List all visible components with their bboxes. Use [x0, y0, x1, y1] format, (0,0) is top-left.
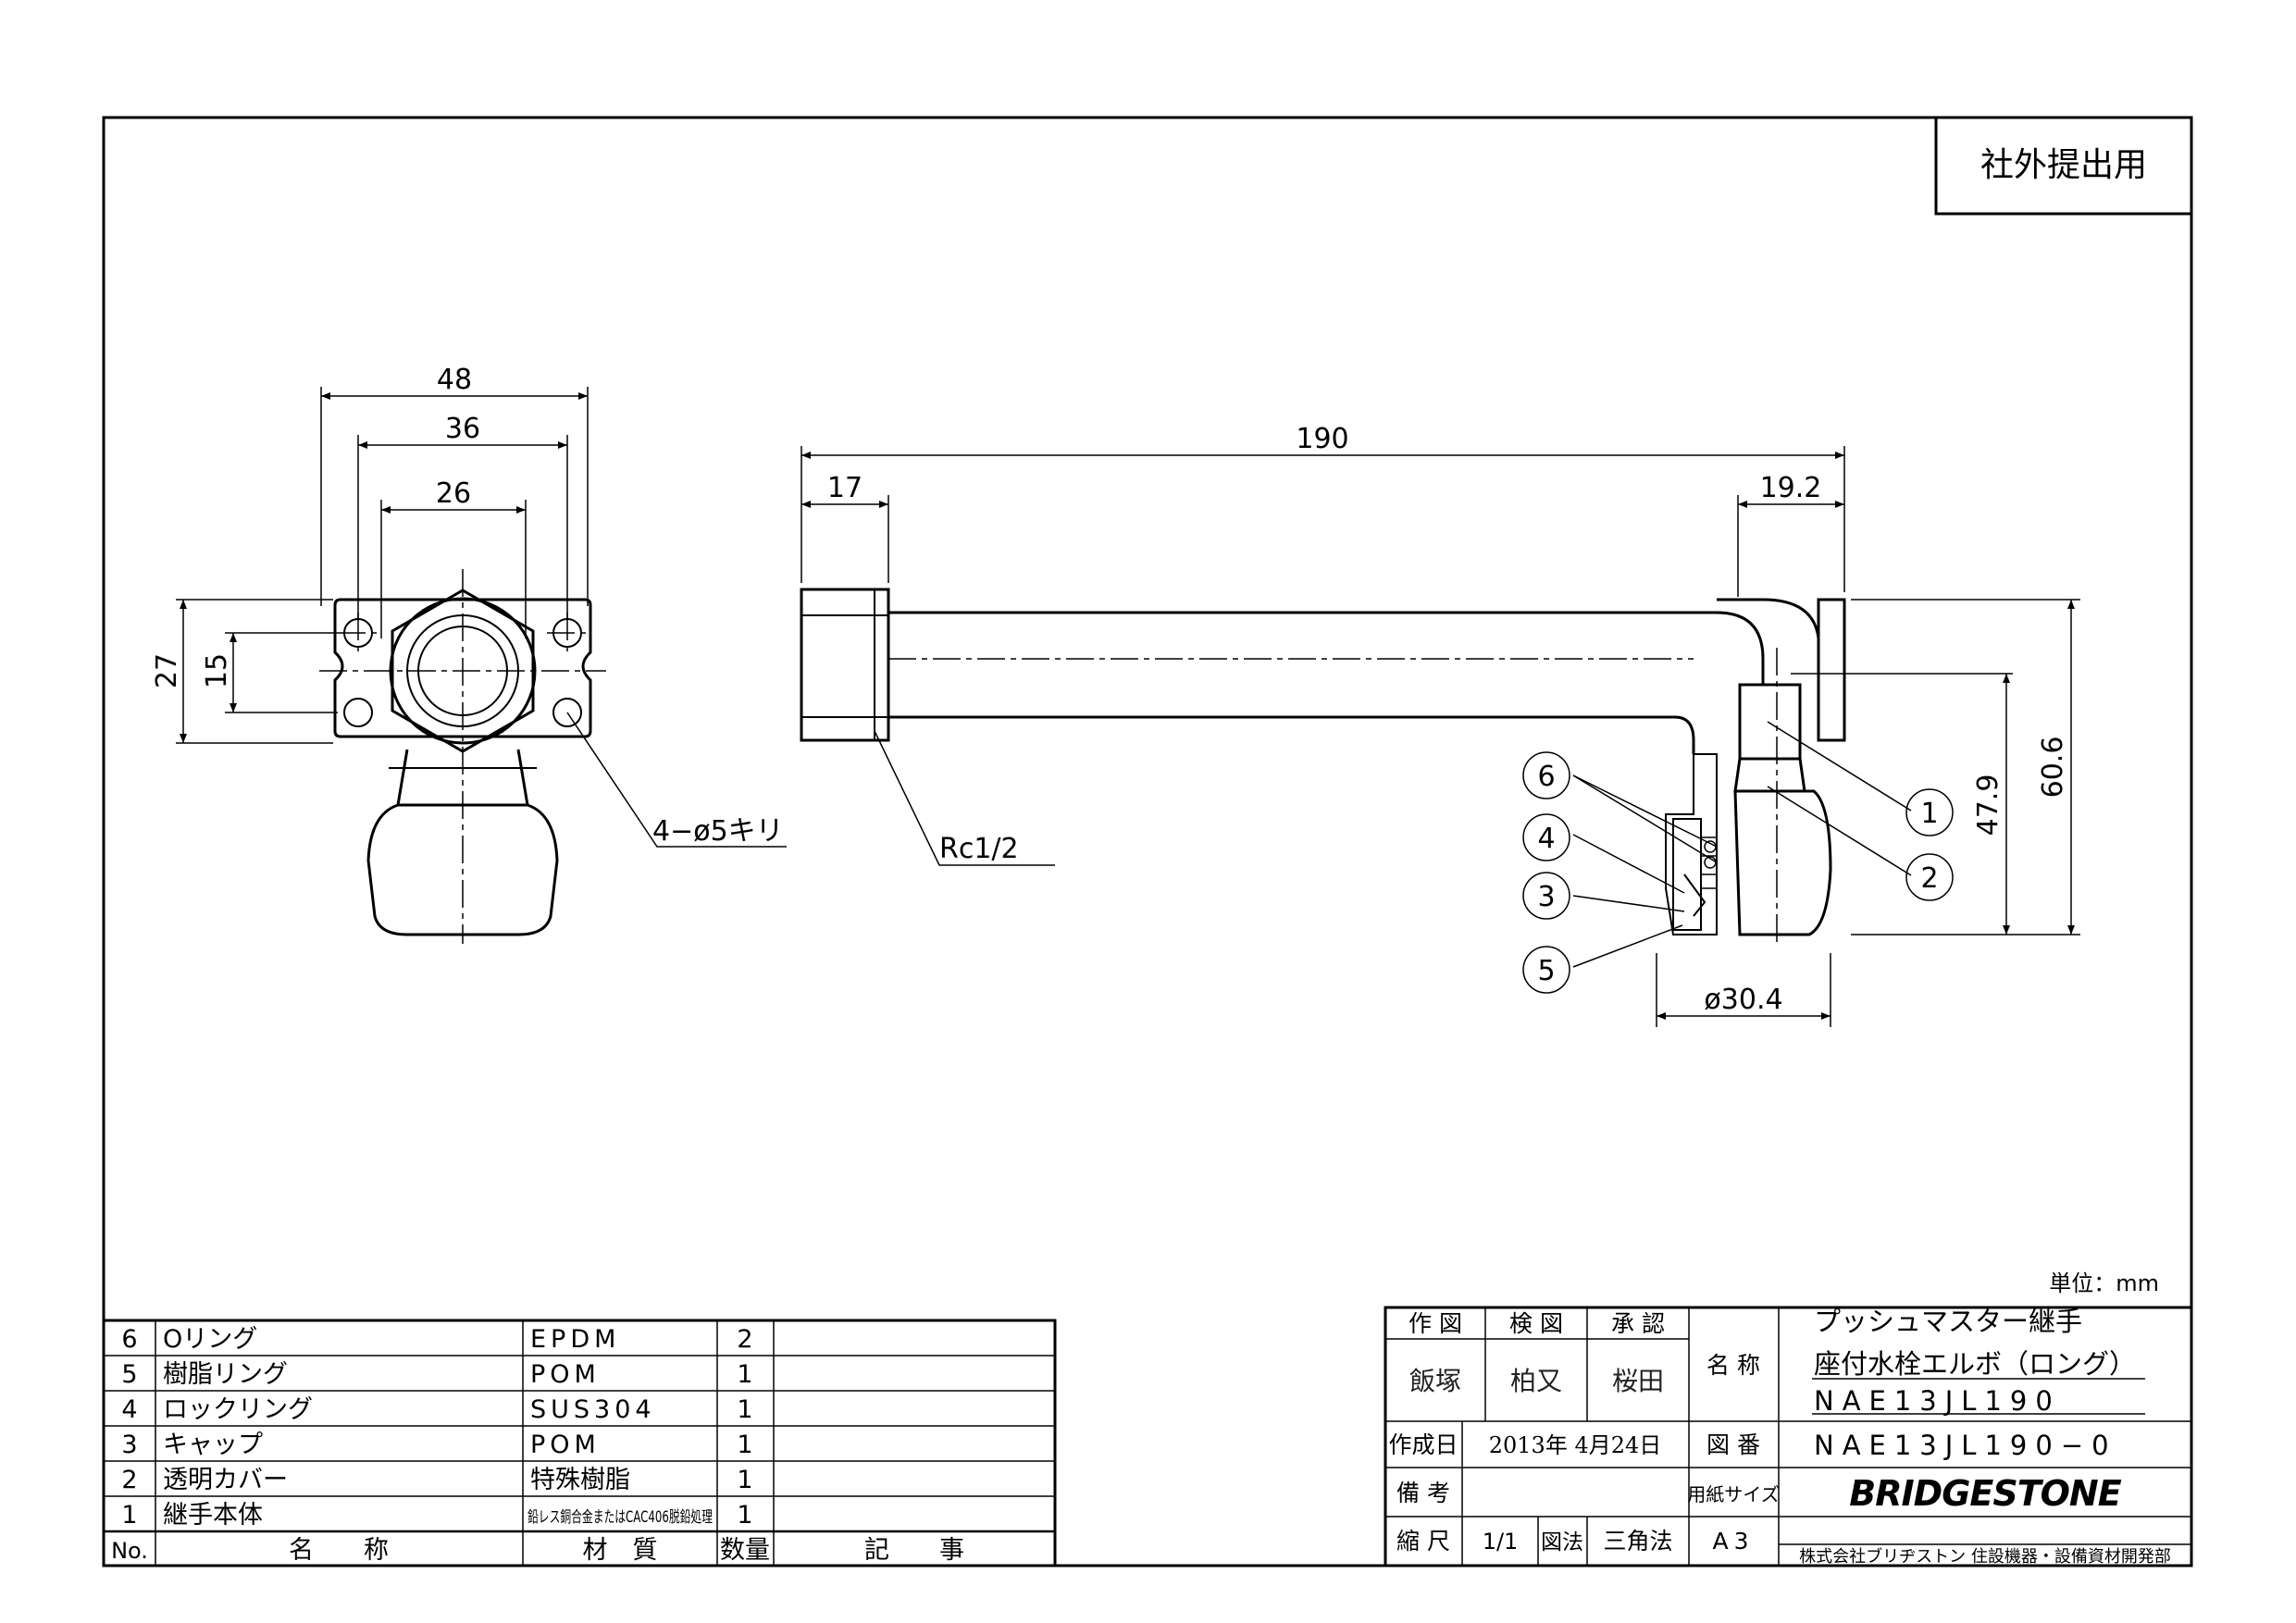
paper-label: 用紙サイズ: [1687, 1483, 1779, 1505]
dim-27: 27: [151, 653, 183, 688]
dim-19-2: 19.2: [1760, 472, 1822, 504]
external-submission-stamp: 社外提出用: [1934, 116, 2193, 216]
drawing-no: NAE13JL190−0: [1814, 1430, 2117, 1461]
checked-label: 検 図: [1509, 1310, 1563, 1337]
header-note: 記 事: [864, 1536, 964, 1565]
product-line2: 座付水栓エルボ（ロング）: [1814, 1348, 2136, 1380]
row-material: EPDM: [530, 1325, 620, 1354]
drawn-by: 飯塚: [1409, 1366, 1461, 1396]
row-qty: 1: [737, 1360, 752, 1389]
header-qty: 数量: [720, 1536, 770, 1565]
checked-by: 柏又: [1510, 1366, 1562, 1396]
drawn-label: 作 図: [1409, 1310, 1462, 1337]
drawing-no-label: 図 番: [1706, 1431, 1760, 1458]
date-value: 2013年 4月24日: [1489, 1432, 1662, 1458]
scale-label: 縮 尺: [1396, 1528, 1450, 1555]
balloon-4: 4: [1537, 823, 1555, 855]
balloon-3: 3: [1537, 881, 1555, 913]
projection-value: 三角法: [1603, 1528, 1672, 1555]
dim-47-9: 47.9: [1972, 774, 2004, 836]
balloon-1: 1: [1920, 798, 1938, 830]
company-name: 株式会社ブリヂストン 住設機器・設備資材開発部: [1799, 1546, 2171, 1567]
dim-30-4: ø30.4: [1704, 984, 1782, 1016]
table-row: 3 キャップ POM 1: [121, 1431, 752, 1459]
approved-by: 桜田: [1612, 1366, 1664, 1396]
row-material: 鉛レス銅合金またはCAC406脱鉛処理: [527, 1508, 713, 1527]
projection-label: 図法: [1541, 1530, 1583, 1555]
row-name: Oリング: [163, 1325, 257, 1354]
front-view: [176, 387, 787, 944]
row-name: 継手本体: [163, 1501, 263, 1530]
dim-36: 36: [445, 413, 480, 445]
name-label: 名 称: [1706, 1352, 1760, 1379]
approved-label: 承 認: [1611, 1310, 1665, 1337]
unit-label: 単位：mm: [2049, 1270, 2159, 1296]
paper-value: A3: [1712, 1528, 1754, 1555]
hole-callout: 4−ø5キリ: [652, 815, 784, 848]
header-material: 材 質: [583, 1536, 658, 1565]
side-view: [800, 588, 1846, 944]
title-block-text: 作 図 検 図 承 認 飯塚 柏又 桜田 名 称 プッシュマスター継手 座付水栓…: [1388, 1306, 2170, 1567]
header-name: 名 称: [289, 1536, 389, 1565]
dim-17: 17: [827, 472, 863, 504]
row-qty: 1: [737, 1395, 752, 1424]
row-no: 1: [121, 1501, 137, 1530]
table-row: 4 ロックリング SUS304 1: [121, 1395, 752, 1424]
dim-60-6: 60.6: [2037, 737, 2069, 799]
product-code: NAE13JL190: [1814, 1385, 2061, 1417]
remarks-label: 備 考: [1396, 1480, 1450, 1506]
row-qty: 1: [737, 1431, 752, 1459]
row-material: SUS304: [530, 1395, 656, 1424]
parts-list-text: 6 Oリング EPDM 2 5 樹脂リング POM 1 4 ロックリング SUS…: [111, 1325, 964, 1565]
table-row: 5 樹脂リング POM 1: [121, 1360, 752, 1389]
header-no: No.: [111, 1538, 148, 1564]
dim-48: 48: [437, 364, 472, 396]
parts-list-table: [102, 1319, 1057, 1567]
balloon-6: 6: [1537, 761, 1555, 793]
brand-logo: BRIDGESTONE: [1849, 1473, 2121, 1514]
stamp-text: 社外提出用: [1980, 146, 2147, 184]
row-qty: 1: [737, 1501, 752, 1530]
row-no: 3: [121, 1431, 137, 1459]
dim-15: 15: [201, 653, 233, 688]
row-name: キャップ: [163, 1431, 263, 1459]
title-block: [1384, 1306, 2193, 1567]
product-line1: プッシュマスター継手: [1814, 1306, 2082, 1337]
dim-190: 190: [1296, 423, 1348, 455]
table-row: 6 Oリング EPDM 2: [121, 1325, 752, 1354]
scale-value: 1/1: [1483, 1529, 1519, 1555]
table-row: 1 継手本体 鉛レス銅合金またはCAC406脱鉛処理 1: [121, 1501, 752, 1530]
dim-26: 26: [436, 477, 471, 510]
balloon-5: 5: [1537, 955, 1555, 987]
row-no: 2: [121, 1466, 137, 1494]
row-qty: 1: [737, 1466, 752, 1494]
row-material: POM: [530, 1360, 601, 1389]
side-view-labels: 190 17 19.2 60.6 47.9 ø30.4 Rc1/2 1 2 3 …: [827, 423, 2069, 1016]
row-material: 特殊樹脂: [530, 1466, 630, 1494]
row-name: ロックリング: [163, 1395, 313, 1424]
thread-callout: Rc1/2: [939, 833, 1019, 865]
row-name: 樹脂リング: [163, 1360, 288, 1389]
row-no: 4: [121, 1395, 137, 1424]
row-material: POM: [530, 1431, 601, 1459]
balloon-2: 2: [1920, 862, 1938, 895]
side-view-dimensions: [800, 446, 2080, 1027]
date-label: 作成日: [1388, 1431, 1458, 1458]
table-row: 2 透明カバー 特殊樹脂 1: [121, 1466, 752, 1494]
row-no: 5: [121, 1360, 137, 1389]
row-no: 6: [121, 1325, 137, 1354]
front-view-dimensions: 48 36 26 27 15 4−ø5キリ: [151, 364, 784, 848]
row-qty: 2: [737, 1325, 752, 1354]
table-header: No. 名 称 材 質 数量 記 事: [111, 1536, 964, 1565]
row-name: 透明カバー: [163, 1466, 288, 1494]
drawing-border: [102, 116, 2193, 1567]
